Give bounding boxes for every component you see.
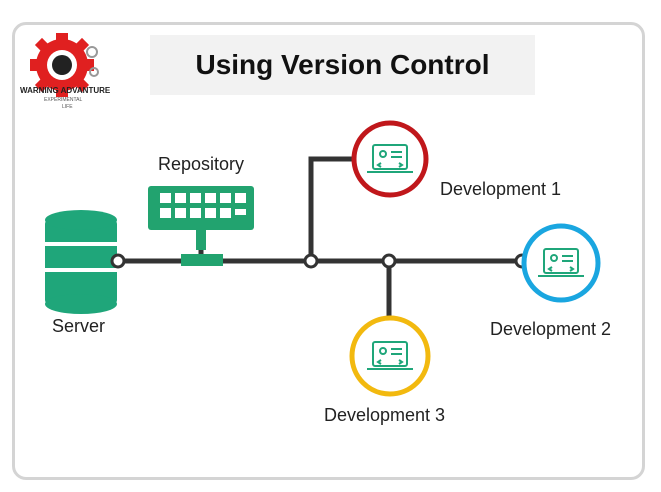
- database-icon: [45, 210, 117, 314]
- development-1-node: [351, 120, 429, 198]
- logo-subtitle: EXPERIMENTAL: [44, 97, 83, 103]
- development-2-label: Development 2: [490, 319, 612, 339]
- gear-icon: [30, 33, 99, 97]
- server-label: Server: [52, 316, 106, 336]
- logo-title: WARNING ADVANTURE: [20, 86, 111, 95]
- development-3-node: [349, 315, 431, 397]
- repository-label: Repository: [158, 154, 245, 174]
- development-2-node: [521, 223, 601, 303]
- junction-nodes: [110, 253, 530, 269]
- repository-board-icon: [148, 186, 254, 266]
- laptop-code-icon: [367, 341, 413, 370]
- title-background: [150, 35, 535, 95]
- development-3-label: Development 3: [324, 405, 446, 425]
- development-1-label: Development 1: [440, 179, 562, 199]
- page-title: Using Version Control: [195, 49, 490, 80]
- logo-tagline: LIFE: [62, 104, 73, 110]
- laptop-code-icon: [367, 144, 413, 173]
- laptop-code-icon: [538, 248, 584, 277]
